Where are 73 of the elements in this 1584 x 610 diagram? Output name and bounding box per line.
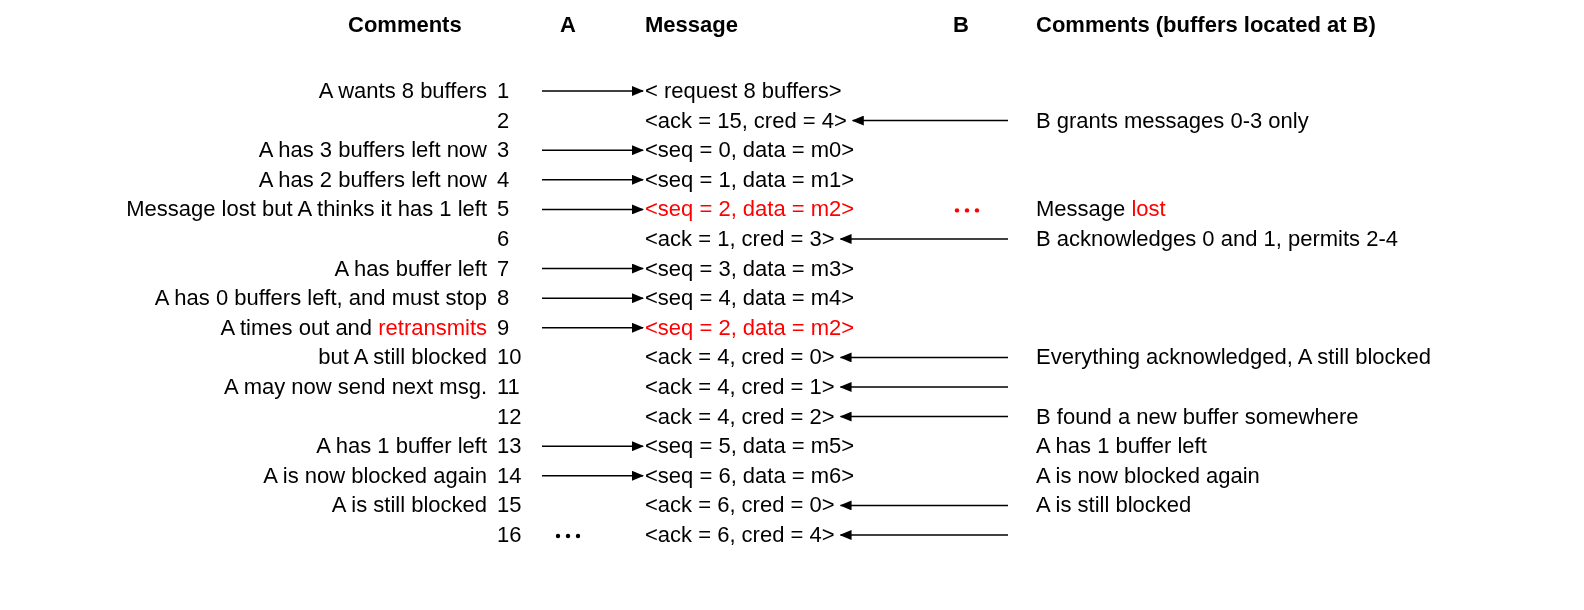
step-number: 9 [497, 314, 510, 341]
message-text: <ack = 6, cred = 4> [645, 522, 835, 548]
comment-text: A is now blocked again [263, 462, 487, 489]
comment-text: A has 2 buffers left now [258, 166, 487, 193]
comment-text: B found a new buffer somewhere [1036, 403, 1359, 430]
message-text: <seq = 2, data = m2> [645, 314, 855, 341]
arrow [839, 352, 1009, 363]
step-number: 4 [497, 166, 510, 193]
step-number: 16 [497, 522, 522, 548]
step-number: 13 [497, 433, 522, 460]
message-text: <ack = 4, cred = 0> [645, 344, 835, 371]
message-text: <seq = 1, data = m1> [645, 166, 855, 193]
comment-text: B acknowledges 0 and 1, permits 2-4 [1036, 226, 1398, 252]
step-number: 6 [497, 226, 510, 252]
comment-text: Message lost [1036, 196, 1166, 223]
arrow [839, 411, 1009, 422]
comment-text: B grants messages 0-3 only [1036, 107, 1309, 134]
message-text: <seq = 4, data = m4> [645, 285, 855, 312]
comment-text: A is now blocked again [1036, 462, 1260, 489]
step-number: 8 [497, 285, 510, 312]
arrow [541, 145, 644, 156]
comment-text: A has 3 buffers left now [258, 137, 487, 164]
message-text: <ack = 4, cred = 1> [645, 374, 835, 400]
message-text: <seq = 0, data = m0> [645, 137, 855, 164]
message-text: <seq = 3, data = m3> [645, 255, 855, 282]
comment-text: A is still blocked [1036, 492, 1192, 519]
comment-text: Everything acknowledged, A still blocked [1036, 344, 1431, 371]
message-text: <ack = 15, cred = 4> [645, 107, 847, 134]
arrow [839, 382, 1009, 392]
comment-text: A times out and retransmits [220, 314, 487, 341]
arrow [851, 115, 1009, 126]
arrow [839, 500, 1009, 511]
message-text: <seq = 2, data = m2> [645, 196, 855, 223]
comment-text: A is still blocked [331, 492, 487, 519]
arrow [541, 293, 644, 304]
arrow [541, 204, 644, 215]
arrow [541, 263, 644, 274]
step-number: 11 [497, 374, 520, 400]
arrow [541, 174, 644, 185]
column-header: Comments (buffers located at B) [1036, 12, 1376, 38]
comment-text: A has 1 buffer left [316, 433, 487, 460]
message-text: <seq = 5, data = m5> [645, 433, 855, 460]
arrow [541, 470, 644, 481]
message-text: <ack = 1, cred = 3> [645, 226, 835, 252]
comment-text: A may now send next msg. [224, 374, 487, 400]
step-number: 7 [497, 255, 510, 282]
column-header: Message [645, 12, 738, 38]
comment-text: A has 0 buffers left, and must stop [154, 285, 487, 312]
step-number: 10 [497, 344, 522, 371]
step-number: 12 [497, 403, 522, 430]
message-text: <ack = 6, cred = 0> [645, 492, 835, 519]
comment-text: A wants 8 buffers [318, 78, 487, 104]
comment-text: but A still blocked [318, 344, 487, 371]
step-number: 14 [497, 462, 522, 489]
message-text: < request 8 buffers> [645, 78, 842, 104]
arrow [839, 530, 1009, 540]
step-number: 15 [497, 492, 522, 519]
arrow [541, 86, 644, 96]
step-number: 5 [497, 196, 510, 223]
step-number: 1 [497, 78, 510, 104]
message-text: <seq = 6, data = m6> [645, 462, 855, 489]
step-number: 3 [497, 137, 510, 164]
column-header: A [560, 12, 576, 38]
arrow [541, 322, 644, 333]
comment-text: Message lost but A thinks it has 1 left [126, 196, 487, 223]
arrow [839, 234, 1009, 244]
comment-text: A has buffer left [334, 255, 487, 282]
message-text: <ack = 4, cred = 2> [645, 403, 835, 430]
step-number: 2 [497, 107, 510, 134]
arrow [541, 441, 644, 452]
column-header: B [953, 12, 969, 38]
column-header: Comments [348, 12, 462, 38]
comment-text: A has 1 buffer left [1036, 433, 1207, 460]
